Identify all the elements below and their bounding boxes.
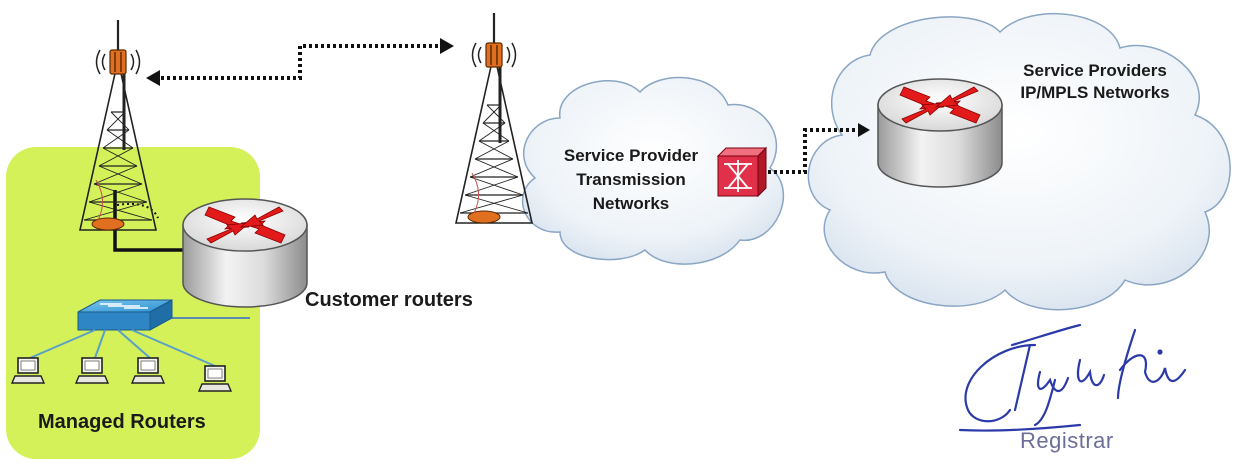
wireless-link [146, 38, 454, 86]
transmission-label-line: Networks [592, 194, 670, 213]
transmission-label-line: Service Provider [563, 146, 699, 165]
switch-icon [77, 299, 173, 331]
transmission-network-label: Service Provider Transmission Networks [541, 144, 721, 216]
ipmpls-network-cloud [807, 13, 1231, 311]
signature-icon [958, 323, 1187, 432]
ipmpls-network-label: Service Providers IP/MPLS Networks [985, 60, 1205, 104]
ipmpls-label-line: IP/MPLS Networks [1020, 83, 1170, 102]
customer-routers-label: Customer routers [305, 289, 473, 311]
multiplexer-icon [716, 146, 768, 198]
radio-tower-icon [454, 11, 534, 225]
transmission-network-cloud [521, 76, 785, 265]
wired-links [113, 190, 250, 319]
transmission-label-line: Transmission [576, 170, 686, 189]
managed-routers-label: Managed Routers [38, 411, 206, 433]
router-icon [877, 78, 1003, 188]
lan-links [29, 329, 216, 367]
router-icon [182, 198, 308, 308]
ipmpls-label-line: Service Providers [1023, 61, 1167, 80]
registrar-stamp: Registrar [1020, 428, 1114, 453]
